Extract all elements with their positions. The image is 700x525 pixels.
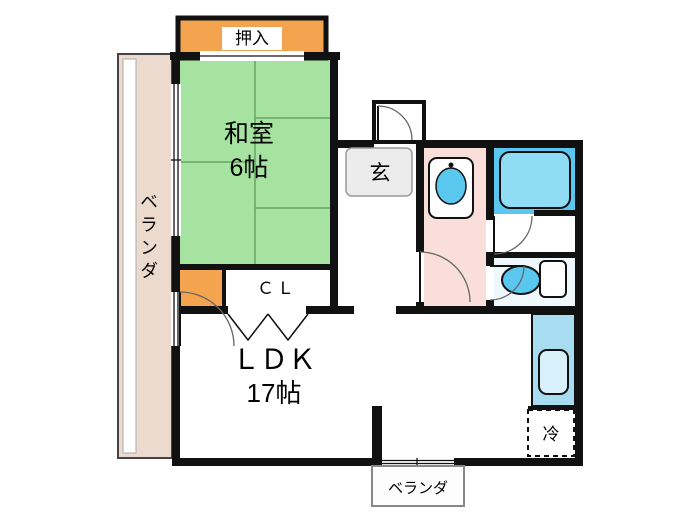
refrigerator-space — [527, 409, 575, 457]
washitsu-name: 和室 — [223, 120, 274, 148]
washroom-door-swing — [419, 251, 471, 303]
veranda-left-label: ベランダ — [138, 192, 158, 284]
oshiire-label: 押入 — [222, 27, 282, 50]
toilet-door-swing — [489, 265, 525, 301]
bath-door-swing — [493, 215, 533, 255]
entrance-door-frame — [372, 100, 426, 144]
washitsu-window-sash — [171, 84, 181, 236]
storage-strip — [178, 266, 222, 306]
closet-floor — [224, 266, 330, 306]
washitsu-size: 6帖 — [229, 153, 269, 182]
genkan-mat — [345, 147, 413, 197]
ldk-balcony-opening — [171, 292, 181, 346]
refrigerator-label: 冷 — [542, 425, 560, 444]
balcony-door-swing — [179, 291, 235, 347]
ldk-balcony-frame — [173, 292, 179, 346]
closet-door-left — [227, 313, 269, 342]
veranda-bottom-label: ベランダ — [387, 480, 448, 497]
veranda-bottom-area — [371, 465, 465, 507]
entrance-door-swing — [377, 105, 413, 141]
ldk-window-sash — [380, 458, 454, 466]
veranda-left-railing — [122, 58, 137, 454]
tatami-lines — [180, 60, 330, 264]
ldk-name: ＬＤＫ — [231, 344, 316, 375]
toilet-tank — [539, 260, 567, 298]
bathtub — [499, 151, 571, 209]
closet-label: ＣＬ — [257, 279, 297, 298]
ldk-label: ＬＤＫ 17帖 — [198, 342, 350, 410]
genkan-label: 玄 — [369, 162, 391, 185]
ldk-size: 17帖 — [246, 378, 302, 408]
washitsu-label: 和室 6帖 — [193, 118, 305, 186]
kitchen-sink — [538, 349, 569, 395]
sink-faucet-icon — [448, 162, 454, 168]
closet-door-right — [267, 313, 309, 342]
sink-bowl — [435, 167, 467, 205]
